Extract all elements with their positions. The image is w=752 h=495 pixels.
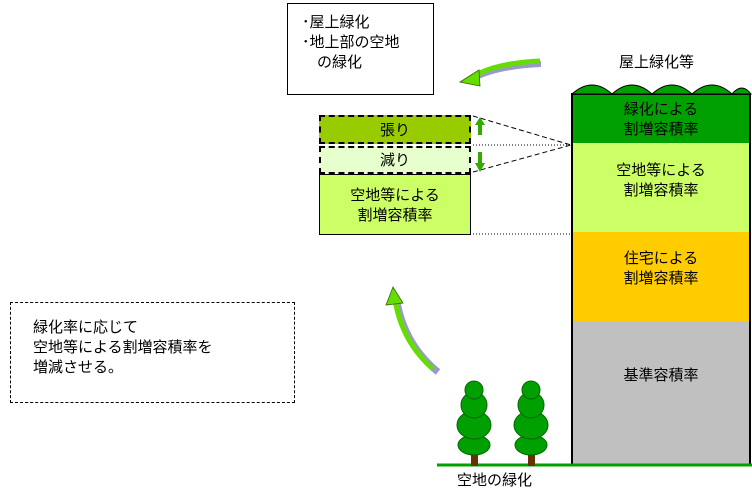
- base-ratio-label: 基準容積率: [623, 366, 699, 384]
- adjusted-open-space-line1: 空地等による: [350, 185, 440, 204]
- rooftop-greening-label: 屋上緑化等: [619, 53, 695, 71]
- tree-icon: [456, 380, 492, 466]
- note-line1: 緑化率に応じて: [33, 318, 139, 336]
- callout-line-ground: ･地上部の空地: [302, 33, 400, 51]
- callout-line-rooftop: ･屋上緑化: [302, 13, 370, 31]
- open-space-bonus-line2: 割増容積率: [623, 180, 699, 199]
- decrease-arrow-icon: [475, 152, 485, 172]
- greening-bonus-line1: 緑化による: [623, 100, 699, 118]
- curved-arrow-icon: [458, 58, 542, 87]
- ground-greening-label: 空地の緑化: [457, 471, 533, 489]
- decrease-label: 減り: [379, 151, 410, 169]
- note-line2: 空地等による割増容積率を: [33, 338, 213, 356]
- housing-bonus-segment: 住宅による 割増容積率: [571, 232, 751, 323]
- adjustment-note: 緑化率に応じて 空地等による割増容積率を 増減させる。: [10, 302, 295, 403]
- increase-label: 張り: [379, 120, 410, 139]
- base-ratio-segment: 基準容積率: [571, 321, 751, 466]
- open-space-bonus-segment: 空地等による 割増容積率: [571, 143, 751, 234]
- open-space-bonus-line1: 空地等による: [616, 160, 706, 179]
- curved-arrow-icon: [385, 286, 441, 375]
- increase-segment: 張り: [319, 115, 471, 144]
- adjusted-open-space-line2: 割増容積率: [357, 205, 433, 224]
- note-line3: 増減させる。: [33, 358, 124, 376]
- greening-callout: ･屋上緑化 ･地上部の空地 の緑化: [287, 3, 434, 95]
- housing-bonus-line1: 住宅による: [623, 248, 699, 267]
- connector-lines: [472, 115, 572, 235]
- increase-arrow-icon: [475, 117, 485, 135]
- greening-bonus-segment: 緑化による 割増容積率: [571, 93, 751, 145]
- tree-icon: [513, 380, 549, 466]
- adjusted-open-space-segment: 空地等による 割増容積率: [319, 174, 471, 235]
- decrease-segment: 減り: [319, 146, 471, 174]
- housing-bonus-line2: 割増容積率: [623, 268, 699, 287]
- roof-bush-icon: [570, 84, 752, 95]
- callout-line-ground-cont: の緑化: [302, 53, 363, 71]
- greening-bonus-line2: 割増容積率: [623, 120, 699, 138]
